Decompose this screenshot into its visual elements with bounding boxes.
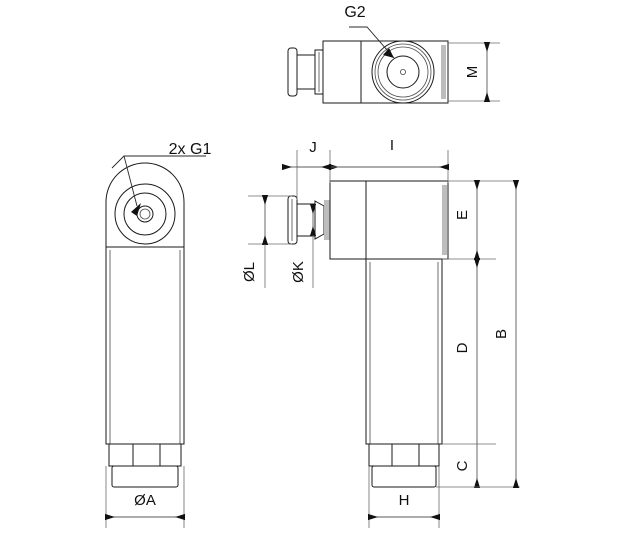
callout-g2-leader — [349, 26, 395, 59]
dimension-c-label: C — [454, 460, 471, 471]
dimension-b-label: B — [493, 329, 510, 339]
top-view-circle-2 — [374, 43, 432, 101]
top-view-body — [322, 40, 449, 104]
top-view-connector-neck — [296, 54, 316, 90]
left-view-body-tube — [105, 246, 185, 445]
dimension-dia-a-label: ØA — [134, 492, 156, 509]
callout-g1-label: 2x G1 — [169, 141, 212, 158]
left-view-circle-outer — [114, 183, 176, 245]
top-view-circle-inner — [386, 55, 420, 89]
front-view-connector-barrel — [296, 203, 316, 237]
dimension-d-label: D — [454, 342, 471, 353]
front-view-head-block — [329, 180, 449, 260]
dimension-e-label: E — [454, 210, 471, 220]
left-view-hex-nut — [108, 443, 182, 467]
dimension-j-label: J — [309, 139, 317, 156]
left-view-circle-bore — [139, 208, 151, 220]
top-view-circle-3 — [377, 46, 429, 98]
front-view-body-tube — [365, 258, 443, 445]
dimension-dia-k-label: ØK — [290, 261, 307, 283]
front-view-connector-collar — [314, 200, 325, 240]
left-side-view-group: 2x G1 ØA — [105, 141, 212, 528]
left-view-circle-mid — [123, 192, 167, 236]
front-view-head-edge-shade — [442, 185, 447, 255]
top-view-body-edge-shade — [441, 45, 446, 99]
front-view-thread-band — [371, 465, 437, 488]
callout-g2-label: G2 — [344, 4, 365, 21]
front-view-connector-flange — [287, 195, 298, 245]
front-view-collar-shade — [324, 200, 330, 240]
dimension-m-label: M — [464, 66, 481, 79]
top-view-center-hole — [399, 69, 406, 76]
dimension-dia-l-label: ØL — [241, 262, 258, 282]
left-view-thread-band — [111, 465, 179, 488]
callout-g1-arrowhead — [131, 203, 141, 216]
top-view-connector-flange — [287, 47, 298, 97]
callout-g1-leader2 — [123, 155, 138, 207]
top-view-group: G2 M — [287, 4, 500, 104]
dimension-i-label: I — [390, 137, 394, 154]
top-view-circle-outer — [371, 40, 435, 104]
front-view-group: J I ØL ØK E D C B H — [241, 137, 520, 528]
front-view-hex-nut — [368, 443, 440, 467]
left-view-head-dome — [105, 162, 185, 248]
dimension-h-label: H — [399, 492, 410, 509]
callout-g2-arrowhead — [383, 48, 394, 58]
